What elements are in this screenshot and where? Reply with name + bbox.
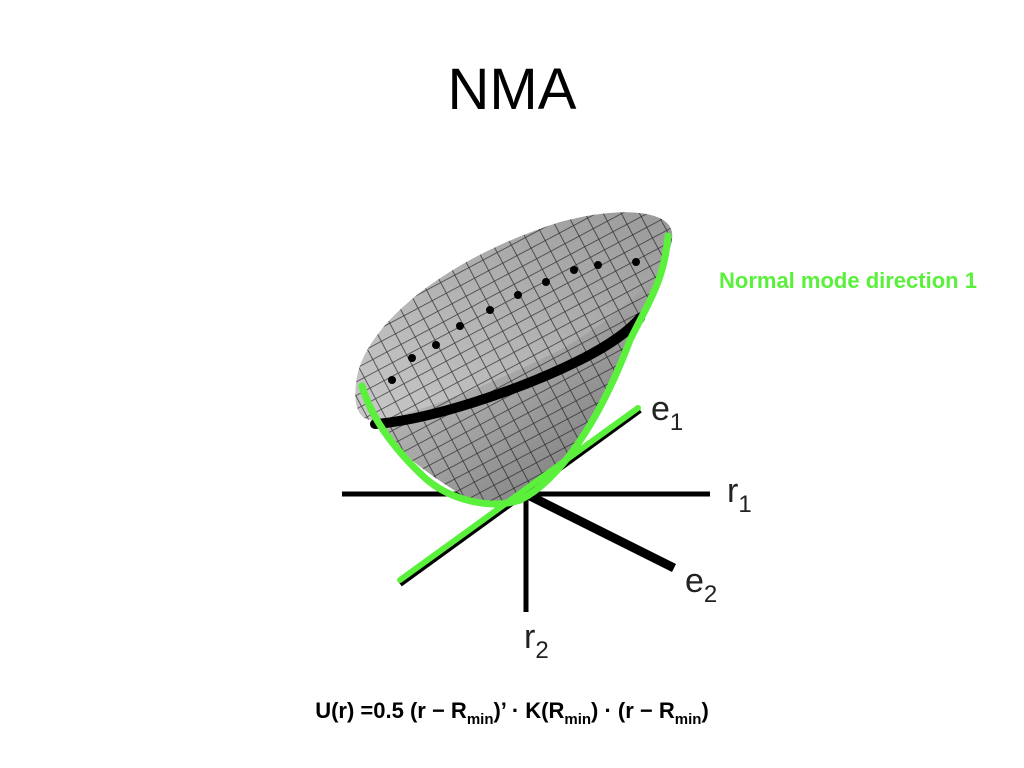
r2-label: r2 (524, 618, 549, 664)
r1-label: r1 (727, 472, 752, 518)
dotted-path (388, 258, 640, 384)
normal-mode-curve (358, 232, 672, 508)
minimum-path (370, 313, 645, 429)
e2-axis (523, 489, 677, 573)
e2-label: e2 (685, 562, 718, 608)
normal-mode-annotation: Normal mode direction 1 (719, 268, 977, 293)
potential-equation: U(r) =0.5 (r − Rmin)’ · K(Rmin) · (r − R… (315, 698, 709, 728)
normal-mode-direction-line (397, 405, 641, 583)
slide-title: NMA (447, 57, 577, 122)
e1-label: e1 (651, 390, 684, 436)
